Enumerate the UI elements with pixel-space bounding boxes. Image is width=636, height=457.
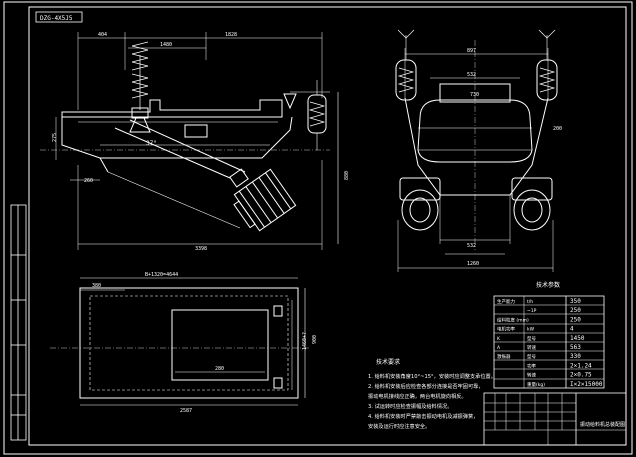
spec-row-label: A [497, 345, 501, 351]
spec-row-value: 563 [570, 344, 581, 351]
spec-row-value: 2×1.24 [570, 362, 592, 369]
inner-frame [28, 6, 627, 446]
dim-end-mid-w: 730 [470, 92, 479, 98]
spec-row-value: 250 [570, 307, 581, 314]
spec-row-unit: 型号 [527, 353, 536, 360]
spec-row-value: 1450 [570, 335, 585, 342]
spec-row-unit: 转速 [527, 344, 536, 351]
dim-end-small: 200 [553, 126, 562, 132]
spec-row-value: 2×0.75 [570, 372, 592, 379]
spec-row-label: 生产能力 [497, 298, 515, 305]
dim-end-inner-w: 532 [467, 72, 476, 78]
note-line: 安装及运行时应注意安全。 [368, 422, 430, 430]
dim-side-angle: 37° [146, 140, 157, 147]
dim-side-total-len: 3398 [195, 246, 207, 252]
drawing-stamp-box [35, 11, 83, 23]
dim-side-top-mid: 1480 [160, 42, 172, 48]
dim-plan-left-off: 380 [92, 283, 101, 289]
spec-row-unit: 重量(kg) [527, 381, 545, 388]
plan-view [50, 277, 310, 406]
dim-side-top-right: 1828 [225, 32, 237, 38]
spec-row-label: 电机功率 [497, 326, 515, 333]
end-view [395, 29, 558, 272]
title-block [483, 392, 627, 446]
side-view [40, 32, 339, 250]
dim-plan-right-h2: 900 [312, 335, 318, 344]
notes-lines: 1. 给料机安装角度10°~15°，安装时应调整支承位置。 2. 给料机安装后应检… [368, 372, 496, 430]
spec-row-unit: 转速 [527, 372, 536, 379]
dim-end-base-w: 532 [467, 243, 476, 249]
dim-plan-right-h: 1460+? [302, 332, 308, 350]
dim-end-top-w: 897 [467, 48, 476, 54]
spec-row-label: 激振器 [497, 353, 511, 360]
note-line: 2. 给料机安装后应检查各部分连接是否牢固可靠， [368, 382, 484, 390]
spec-row-value: 350 [570, 298, 581, 305]
dim-plan-title: B+1320=4644 [145, 272, 178, 278]
notes-heading: 技术要求 [376, 358, 400, 366]
drawing-stamp: DZG-4X5J5 [40, 15, 73, 22]
dim-plan-inner-w: 280 [215, 366, 224, 372]
spec-table-title: 技术参数 [536, 281, 560, 289]
spec-row-value: 4 [570, 326, 574, 333]
note-line: 1. 给料机安装角度10°~15°，安装时应调整支承位置。 [368, 372, 496, 380]
spec-row-value: 250 [570, 316, 581, 323]
spec-row-unit: t/h [527, 299, 533, 305]
note-line: 4. 给料机安装时严禁敲击振动电机及减振弹簧， [368, 412, 478, 420]
dim-end-bottom-w: 1260 [467, 261, 479, 267]
note-line: 振动电机接线应正确，两台电机旋向相反。 [368, 392, 467, 400]
spec-row-value: I×2×15000 [570, 381, 603, 388]
dim-plan-bottom-w: 2587 [180, 408, 192, 414]
binding-strip [10, 204, 27, 441]
dim-side-height: 880 [344, 171, 350, 180]
spec-row-value: 330 [570, 353, 581, 360]
note-line: 3. 试运转时应检查振幅及给料情况。 [368, 402, 452, 410]
spec-row-unit: 型号 [527, 335, 536, 342]
spec-row-unit: kW [527, 327, 535, 333]
dim-side-left-h1: 275 [52, 133, 58, 142]
spec-row-unit: ~1P [527, 308, 537, 314]
spec-table-rows: 生产能力 t/h 350 ~1P 250 给料粒度 (mm) 250 电机功率 kW 4K 型号 14… [497, 298, 603, 388]
spec-row-label: K [497, 336, 501, 342]
outer-frame [3, 1, 633, 455]
spec-table-grid [493, 295, 605, 389]
spec-row-unit: 功率 [527, 362, 536, 369]
dim-side-left-low: 260 [84, 178, 93, 184]
spec-row-label: 给料粒度 (mm) [497, 316, 529, 323]
dim-side-top-left: 404 [98, 32, 107, 38]
title-block-name: 振动给料机总装配图 [580, 421, 625, 428]
